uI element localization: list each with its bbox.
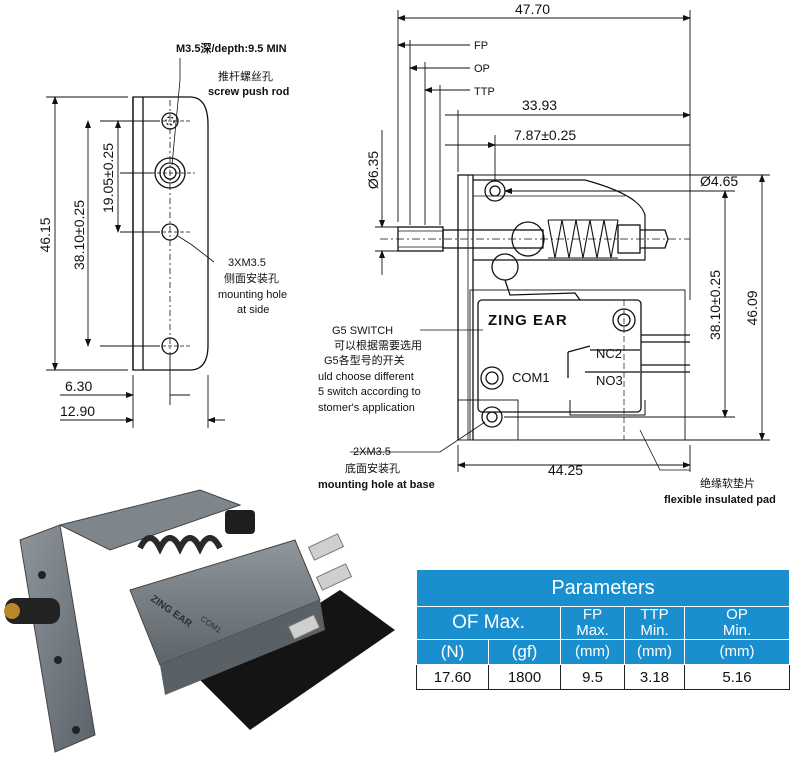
fp-header-line2: Max. xyxy=(576,622,609,639)
dim-width-inner: 6.30 xyxy=(65,378,92,394)
screw-note-line1: M3.5深/depth:9.5 MIN xyxy=(176,41,287,55)
photo-spring xyxy=(137,535,223,555)
dim-inner-width: 33.93 xyxy=(522,97,557,113)
g5-note-line3: G5各型号的开关 xyxy=(324,353,405,367)
dim-hole-pitch-left: 38.10±0.25 xyxy=(71,200,87,270)
dim-rod-diameter: Ø6.35 xyxy=(365,151,381,189)
ttp-min-header: TTP Min. xyxy=(624,606,685,640)
base-hole-note-leader xyxy=(350,421,486,453)
spring xyxy=(547,219,619,259)
screw-note-line2: 推杆螺丝孔 xyxy=(218,69,273,83)
left-view-dimensions xyxy=(46,96,225,428)
photo-push-rod xyxy=(5,598,60,624)
dim-overall-height-right: 46.09 xyxy=(744,290,760,325)
side-hole-note-line2: 侧面安装孔 xyxy=(224,271,279,285)
parameters-title: Parameters xyxy=(416,569,790,607)
photo-insulated-pad xyxy=(200,590,395,730)
side-hole-note-line3: mounting hole xyxy=(218,289,287,301)
base-hole-note-line1: 2XM3.5 xyxy=(353,446,391,458)
dim-overall-width: 47.70 xyxy=(515,1,550,17)
unit-op-mm: (mm) xyxy=(684,639,790,665)
micro-switch-body xyxy=(477,299,642,413)
fp-header-line1: FP xyxy=(582,606,603,623)
switch-no-label: NO3 xyxy=(596,373,623,388)
base-hole-note-line3: mounting hole at base xyxy=(318,479,435,491)
fp-max-header: FP Max. xyxy=(560,606,625,640)
bracket-outline xyxy=(457,174,474,440)
pad-note-leader xyxy=(639,429,690,471)
value-fp: 9.5 xyxy=(560,664,625,690)
right-view-dimensions xyxy=(375,10,770,472)
product-photo: ZING EAR COM1 xyxy=(4,489,395,753)
op-header-line2: Min. xyxy=(722,622,752,639)
dim-hole-pitch-right: 38.10±0.25 xyxy=(707,270,723,340)
op-header-line1: OP xyxy=(726,606,748,623)
switch-hole-com xyxy=(480,366,504,390)
base-hole-note-line2: 底面安装孔 xyxy=(345,461,400,475)
base-mounting-hole xyxy=(481,406,503,428)
push-rod-tip xyxy=(397,226,444,252)
unit-fp-mm: (mm) xyxy=(560,639,625,665)
pad-note-line2: flexible insulated pad xyxy=(664,494,776,506)
value-op: 5.16 xyxy=(684,664,790,690)
dim-hole-diameter: Ø4.65 xyxy=(700,173,738,189)
dim-base-width: 44.25 xyxy=(548,462,583,478)
ttp-label: TTP xyxy=(474,86,495,98)
screw-note-leader xyxy=(171,58,181,166)
g5-note-line4: uld choose different xyxy=(318,371,414,383)
parameters-table: Parameters OF Max. FP Max. TTP Min. OP M… xyxy=(416,569,790,690)
dim-overall-height-left: 46.15 xyxy=(37,217,53,252)
side-plate-outline xyxy=(132,96,209,371)
switch-com-label: COM1 xyxy=(512,370,550,385)
op-label: OP xyxy=(474,63,490,75)
photo-side-plate xyxy=(19,524,96,753)
dim-center-to-hole-left: 19.05±0.25 xyxy=(100,143,116,213)
right-assembly-view xyxy=(380,174,690,441)
unit-gf: (gf) xyxy=(488,639,561,665)
unit-ttp-mm: (mm) xyxy=(624,639,685,665)
switch-brand-text: ZING EAR xyxy=(488,312,568,329)
op-min-header: OP Min. xyxy=(684,606,790,640)
g5-note-line2: 可以根据需要选用 xyxy=(334,338,422,352)
actuator-lever xyxy=(504,279,581,301)
value-of-gf: 1800 xyxy=(488,664,561,690)
value-of-n: 17.60 xyxy=(416,664,489,690)
contact-symbol xyxy=(567,345,640,378)
g5-note-line5: 5 switch according to xyxy=(318,386,421,398)
fp-label: FP xyxy=(474,40,488,52)
technical-drawing: 46.15 38.10±0.25 19.05±0.25 6.30 12.90 M… xyxy=(37,1,776,506)
g5-note-line1: G5 SWITCH xyxy=(332,325,393,337)
dim-offset: 7.87±0.25 xyxy=(514,127,576,143)
dim-width-outer: 12.90 xyxy=(60,403,95,419)
rod-guide-hole xyxy=(484,180,506,202)
pad-note-line1: 绝缘软垫片 xyxy=(700,476,755,490)
side-hole-note-line4: at side xyxy=(237,304,269,316)
lever-roller xyxy=(491,253,519,281)
g5-note-line6: stomer's application xyxy=(318,402,415,414)
unit-n: (N) xyxy=(416,639,489,665)
ttp-header-line1: TTP xyxy=(640,606,669,623)
switch-nc-label: NC2 xyxy=(596,346,622,361)
value-ttp: 3.18 xyxy=(624,664,685,690)
ttp-header-line2: Min. xyxy=(640,622,669,639)
left-side-plate-view xyxy=(132,96,209,371)
side-hole-note-line1: 3XM3.5 xyxy=(228,257,266,269)
screw-note-line3: screw push rod xyxy=(208,86,289,98)
side-hole-note-leader xyxy=(177,235,215,263)
of-max-header: OF Max. xyxy=(416,606,561,640)
